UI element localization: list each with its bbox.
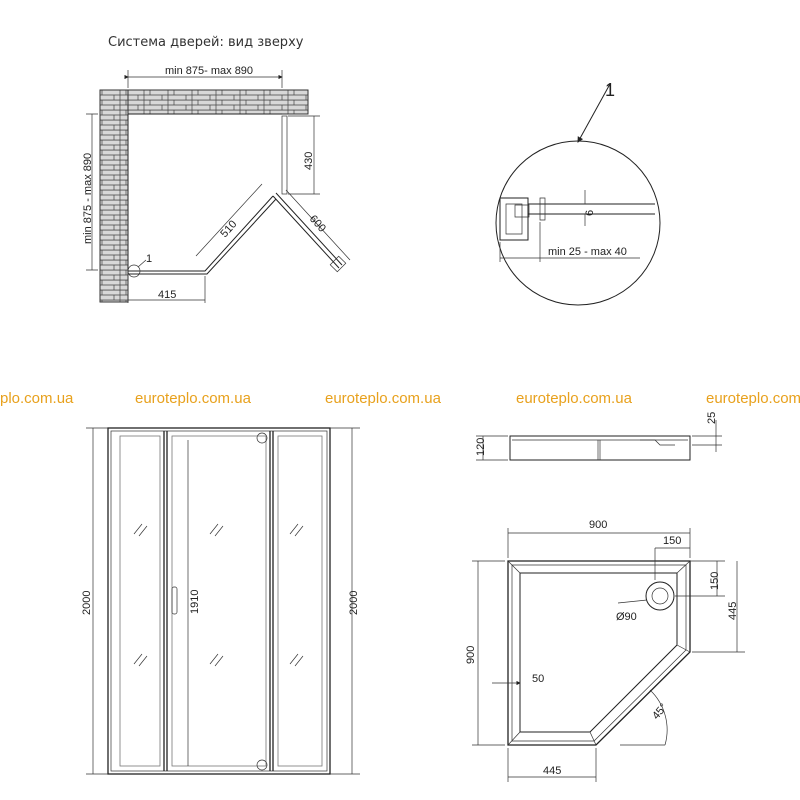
drain-inner: [651, 587, 669, 605]
watermarks: plo.com.ua euroteplo.com.ua euroteplo.co…: [0, 390, 800, 407]
brick-wall-top: [99, 89, 309, 115]
tray-outline: [507, 560, 691, 746]
dim-height-right: 2000: [348, 591, 360, 615]
detail-view: 1 6 min 25 - max 40: [495, 80, 661, 306]
tray-side-view: 120 25: [475, 412, 722, 461]
dim-415: 415: [158, 289, 176, 301]
front-frame: [107, 427, 331, 775]
dim-height-left: 2000: [81, 591, 93, 615]
brick-wall-left: [99, 89, 129, 303]
dim-depth-range: min 875 - max 890: [82, 153, 94, 244]
dim-right-side: 445: [727, 602, 739, 620]
dim-drain-offset-y: 150: [709, 572, 721, 590]
dim-tray-rim: 25: [706, 412, 718, 424]
dim-door-height: 1910: [189, 590, 201, 614]
dim-drain-diameter: Ø90: [616, 611, 637, 623]
front-view: 2000 2000 1910: [81, 427, 360, 775]
watermark: euroteplo.com.ua: [706, 390, 800, 407]
tray-top-view: Ø90 900 150 150 445 900 50 445 45°: [465, 519, 745, 782]
dim-tray-depth: 900: [465, 646, 477, 664]
callout-label: 1: [146, 253, 152, 265]
drain-outer: [645, 581, 675, 611]
dim-tray-height: 120: [475, 438, 487, 456]
dim-width-range: min 875- max 890: [165, 65, 253, 77]
watermark: euroteplo.com.ua: [325, 390, 442, 407]
watermark: plo.com.ua: [0, 390, 74, 407]
dim-6: 6: [584, 210, 596, 216]
dim-rim: 50: [532, 673, 544, 685]
watermark: euroteplo.com.ua: [135, 390, 252, 407]
dim-430: 430: [303, 152, 315, 170]
dim-angle: 45°: [650, 701, 670, 721]
watermark: euroteplo.com.ua: [516, 390, 633, 407]
dim-tray-width: 900: [589, 519, 607, 531]
door-handle: [171, 586, 178, 615]
detail-circle: [495, 140, 661, 306]
drawing-title: Система дверей: вид зверху: [108, 35, 304, 50]
dim-detail-range: min 25 - max 40: [548, 246, 627, 258]
dim-bottom-side: 445: [543, 765, 561, 777]
top-view: 1 min 875- max 890 min 875 - max 890 430…: [82, 65, 351, 303]
glass-reflection-marks: [133, 523, 304, 667]
dim-drain-offset-x: 150: [663, 535, 681, 547]
detail-callout: 1: [605, 80, 615, 100]
callout-circle: [127, 264, 141, 278]
